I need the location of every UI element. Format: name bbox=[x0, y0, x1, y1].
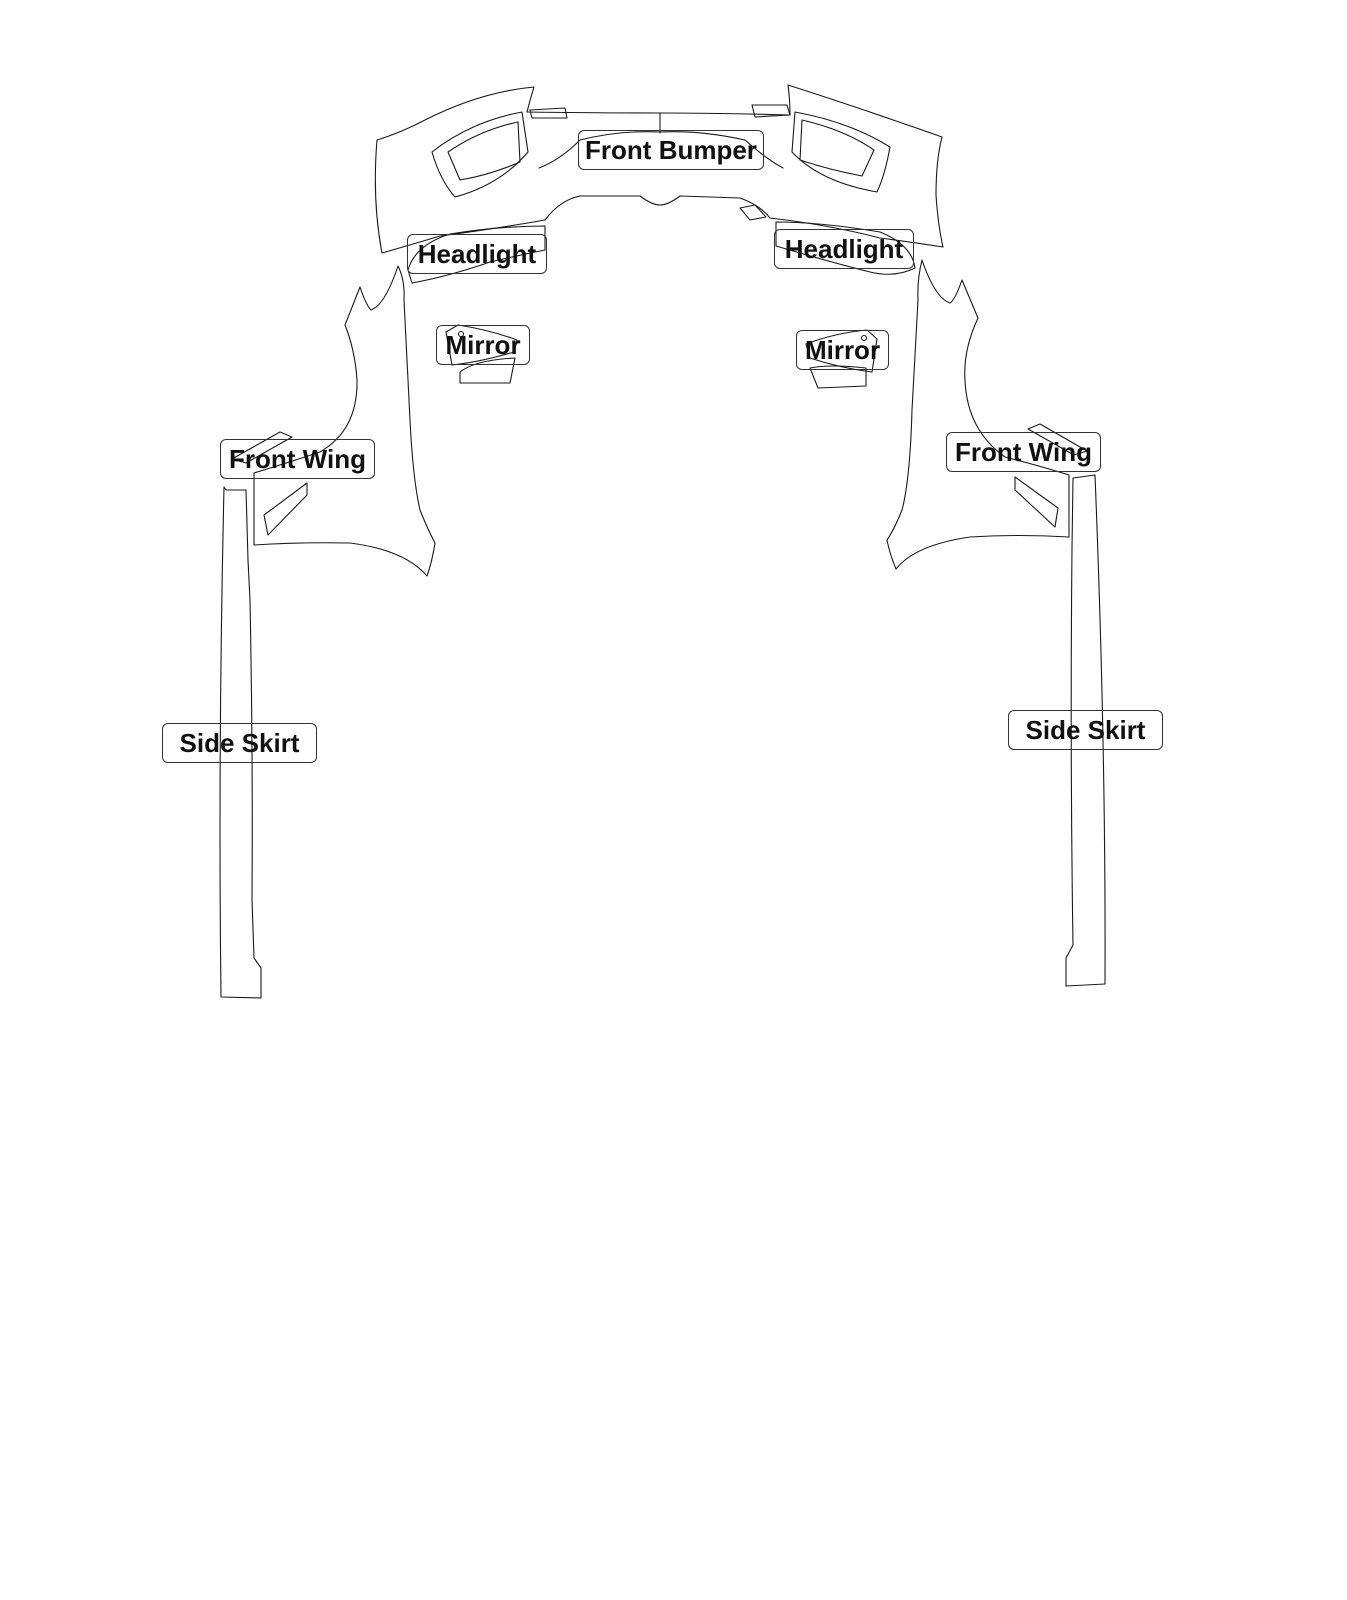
label-headlight-right[interactable]: Headlight bbox=[774, 229, 914, 269]
label-front-wing-right[interactable]: Front Wing bbox=[946, 432, 1101, 472]
front-wing-right-outline[interactable] bbox=[886, 259, 1088, 570]
label-mirror-right[interactable]: Mirror bbox=[796, 330, 889, 370]
label-mirror-left[interactable]: Mirror bbox=[436, 325, 530, 365]
front-bumper-outline[interactable] bbox=[374, 84, 944, 254]
headlight-right-outline[interactable] bbox=[775, 221, 916, 275]
label-side-skirt-left[interactable]: Side Skirt bbox=[162, 723, 317, 763]
label-headlight-left[interactable]: Headlight bbox=[407, 234, 547, 274]
side-skirt-right-outline[interactable] bbox=[1065, 474, 1106, 987]
side-skirt-left-outline[interactable] bbox=[219, 486, 262, 999]
mirror-left-outline[interactable] bbox=[445, 324, 518, 384]
label-front-wing-left[interactable]: Front Wing bbox=[220, 439, 375, 479]
front-wing-left-outline[interactable] bbox=[231, 265, 436, 577]
label-side-skirt-right[interactable]: Side Skirt bbox=[1008, 710, 1163, 750]
label-front-bumper[interactable]: Front Bumper bbox=[578, 130, 764, 170]
